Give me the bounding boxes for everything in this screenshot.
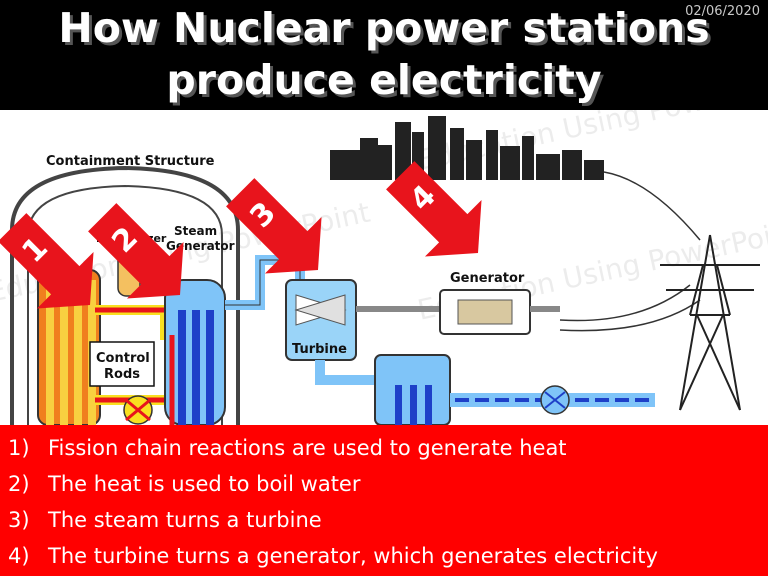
generator-label: Generator bbox=[450, 271, 525, 286]
step-1: 1) Fission chain reactions are used to g… bbox=[8, 430, 768, 466]
power-lines bbox=[559, 171, 701, 332]
step-text: The heat is used to boil water bbox=[48, 472, 361, 496]
control-rods-label-1: Control bbox=[96, 351, 150, 366]
arrow-1: 1 bbox=[0, 213, 94, 309]
power-station-diagram: Education Using PowerPoint Education Usi… bbox=[0, 110, 768, 425]
steps-panel: 1) Fission chain reactions are used to g… bbox=[0, 425, 768, 576]
turbine: Turbine bbox=[285, 279, 357, 361]
arrow-2: 2 bbox=[88, 203, 184, 299]
step-text: The steam turns a turbine bbox=[48, 508, 322, 532]
city-skyline bbox=[330, 116, 604, 180]
slide-title: How Nuclear power stations produce elect… bbox=[0, 2, 768, 106]
condenser bbox=[315, 354, 655, 425]
turbine-label: Turbine bbox=[292, 342, 347, 357]
arrow-4: 4 bbox=[386, 161, 482, 257]
containment-label: Containment Structure bbox=[46, 154, 215, 169]
arrow-3: 3 bbox=[226, 178, 322, 274]
step-3: 3) The steam turns a turbine bbox=[8, 502, 768, 538]
step-number: 4) bbox=[8, 544, 30, 568]
steam-generator-label-1: Steam bbox=[174, 224, 217, 238]
step-text: Fission chain reactions are used to gene… bbox=[48, 436, 567, 460]
control-rods-label-2: Rods bbox=[104, 367, 140, 382]
title-bar: How Nuclear power stations produce elect… bbox=[0, 0, 768, 110]
step-number: 1) bbox=[8, 436, 30, 460]
title-line-1: How Nuclear power stations bbox=[58, 4, 710, 52]
slide-date: 02/06/2020 bbox=[685, 4, 760, 19]
coolant-pump bbox=[123, 395, 153, 425]
control-rods: Control Rods bbox=[89, 341, 155, 387]
title-line-2: produce electricity bbox=[166, 56, 602, 104]
pylon bbox=[660, 234, 760, 411]
step-number: 3) bbox=[8, 508, 30, 532]
step-2: 2) The heat is used to boil water bbox=[8, 466, 768, 502]
steam-generator: Steam Generator bbox=[164, 224, 235, 425]
step-4: 4) The turbine turns a generator, which … bbox=[8, 538, 768, 574]
step-text: The turbine turns a generator, which gen… bbox=[48, 544, 658, 568]
step-number: 2) bbox=[8, 472, 30, 496]
generator: Generator bbox=[356, 271, 560, 335]
